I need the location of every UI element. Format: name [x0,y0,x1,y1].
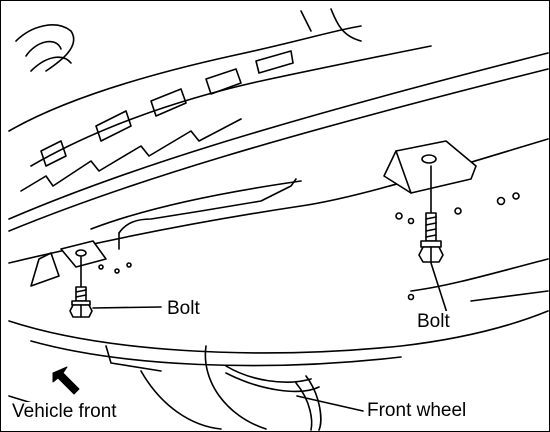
service-holes [98,192,520,301]
front-wheel [105,345,364,431]
bolt-icon [69,286,162,318]
vehicle-front-label: Vehicle front [12,401,117,422]
left-mount-block [30,240,107,288]
bolt-left-label: Bolt [167,298,200,319]
front-wheel-label: Front wheel [367,400,467,421]
bolt-icon [418,212,448,314]
arrow-up-left-icon [52,366,80,395]
bolt-right-label: Bolt [415,311,452,332]
vehicle-body-upper [8,8,432,192]
bumper-lines [8,52,549,367]
right-mount-block [383,140,477,214]
